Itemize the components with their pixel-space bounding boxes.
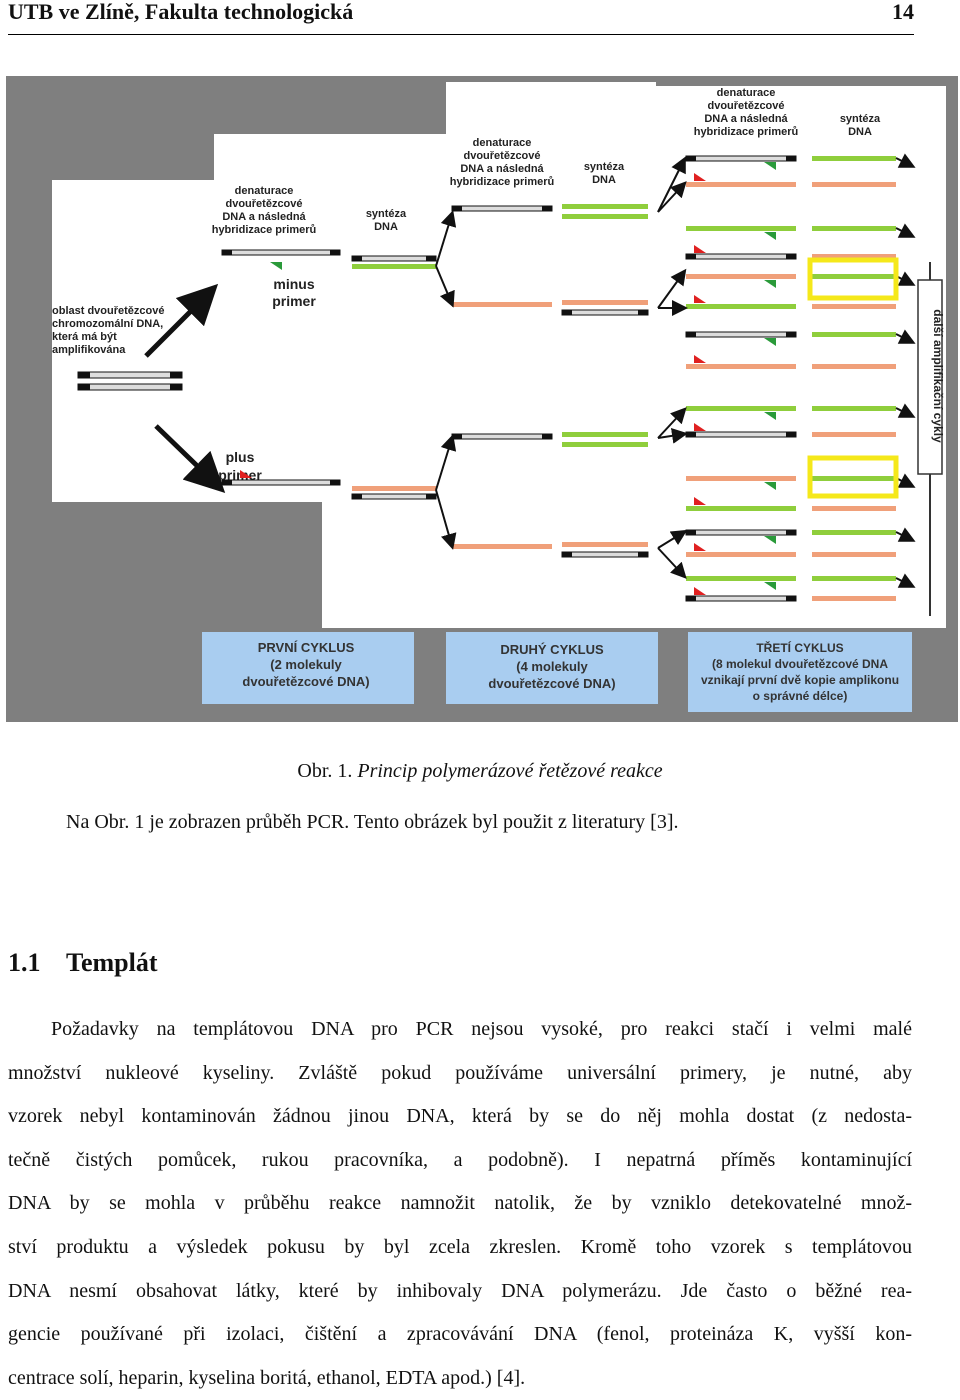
paragraph-line: množství nukleové kyseliny. Zvláště poku… (8, 1061, 912, 1084)
svg-text:dvouřetězcové DNA): dvouřetězcové DNA) (488, 676, 615, 691)
label-minus-0: minus (273, 276, 314, 292)
cycle-box-1: PRVNÍ CYKLUS (2 molekuly dvouřetězcové D… (202, 632, 414, 704)
cycle-box-2: DRUHÝ CYKLUS (4 molekuly dvouřetězcové D… (446, 632, 658, 704)
svg-text:(2 molekuly: (2 molekuly (270, 657, 342, 672)
template-dna (77, 371, 183, 391)
label-denat2-3: hybridizace primerů (450, 176, 555, 188)
label-region-0: oblast dvouřetězcové (52, 305, 164, 317)
body-paragraph: Požadavky na templátovou DNA pro PCR nej… (8, 1008, 912, 1400)
label-synth1-1: DNA (374, 221, 398, 233)
pcr-figure: denaturace dvouřetězcové DNA a následná … (6, 76, 958, 722)
pcr-diagram: denaturace dvouřetězcové DNA a následná … (6, 76, 958, 722)
section-number: 1.1 (8, 948, 41, 977)
label-denat1-2: DNA a následná (222, 211, 306, 223)
svg-text:vznikají první dvě kopie ampli: vznikají první dvě kopie amplikonu (701, 673, 899, 687)
paragraph-line: vzorek nebyl kontaminován žádnou jinou D… (8, 1105, 912, 1128)
label-denat1-3: hybridizace primerů (212, 224, 317, 236)
label-plus-0: plus (226, 449, 255, 465)
paragraph-line: Požadavky na templátovou DNA pro PCR nej… (51, 1018, 912, 1040)
label-synth2-0: syntéza (584, 161, 625, 173)
label-region-1: chromozomální DNA, (52, 318, 163, 330)
svg-text:(4 molekuly: (4 molekuly (516, 659, 588, 674)
arrow-up (144, 283, 219, 358)
label-denat2-0: denaturace (473, 137, 532, 149)
label-denat3-1: dvouřetězcové (707, 100, 784, 112)
label-denat1-1: dvouřetězcové (225, 198, 302, 210)
paragraph-line: ství produktu a výsledek pokusu by byl z… (8, 1235, 912, 1258)
paragraph-line: DNA by se mohla v průběhu reakce namnoži… (8, 1192, 912, 1215)
label-denat3-3: hybridizace primerů (694, 126, 799, 138)
cycle-box-3: TŘETÍ CYKLUS (8 molekul dvouřetězcové DN… (688, 632, 912, 712)
svg-text:PRVNÍ CYKLUS: PRVNÍ CYKLUS (258, 640, 355, 655)
label-region-2: která má být (52, 331, 117, 343)
highlight-top (807, 257, 899, 301)
figure-caption: Obr. 1. Princip polymerázové řetězové re… (0, 760, 960, 783)
paragraph-line: tečně čistých pomůcek, rukou pracovníka,… (8, 1148, 912, 1171)
dna-strands (221, 153, 916, 602)
section-heading: 1.1 Templát (8, 948, 158, 978)
paragraph-line: gencie používané při izolaci, čištění a … (8, 1323, 912, 1346)
label-denat2-2: DNA a následná (460, 163, 544, 175)
section-title: Templát (66, 948, 158, 977)
label-minus-1: primer (272, 293, 316, 309)
label-synth3-0: syntéza (840, 113, 881, 125)
paragraph-line: DNA nesmí obsahovat látky, které by inhi… (8, 1279, 912, 1302)
page-header: UTB ve Zlíně, Fakulta technologická 14 (8, 0, 914, 35)
label-denat3-2: DNA a následná (704, 113, 788, 125)
svg-text:(8 molekul dvouřetězcové DNA: (8 molekul dvouřetězcové DNA (712, 657, 888, 671)
svg-text:o správné délce): o správné délce) (753, 689, 848, 703)
label-synth1-0: syntéza (366, 208, 407, 220)
paragraph-line: centrace solí, heparin, kyselina boritá,… (8, 1366, 526, 1389)
header-title: UTB ve Zlíně, Fakulta technologická (8, 0, 354, 24)
figure-note: Na Obr. 1 je zobrazen průběh PCR. Tento … (66, 811, 679, 833)
label-denat2-1: dvouřetězcové (463, 150, 540, 162)
caption-text: Princip polymerázové řetězové reakce (357, 760, 663, 782)
label-synth3-1: DNA (848, 126, 872, 138)
highlight-bottom (807, 455, 899, 499)
label-region-3: amplifikována (52, 344, 126, 356)
side-label: další amplifikační cykly (931, 309, 945, 443)
label-denat1-0: denaturace (235, 185, 294, 197)
label-denat3-0: denaturace (717, 87, 776, 99)
svg-text:dvouřetězcové DNA): dvouřetězcové DNA) (242, 674, 369, 689)
svg-text:TŘETÍ CYKLUS: TŘETÍ CYKLUS (756, 640, 843, 655)
arrow-down (154, 424, 226, 493)
caption-prefix: Obr. 1. (297, 760, 358, 782)
page-number: 14 (892, 0, 914, 24)
label-synth2-1: DNA (592, 174, 616, 186)
svg-text:DRUHÝ CYKLUS: DRUHÝ CYKLUS (500, 642, 604, 657)
